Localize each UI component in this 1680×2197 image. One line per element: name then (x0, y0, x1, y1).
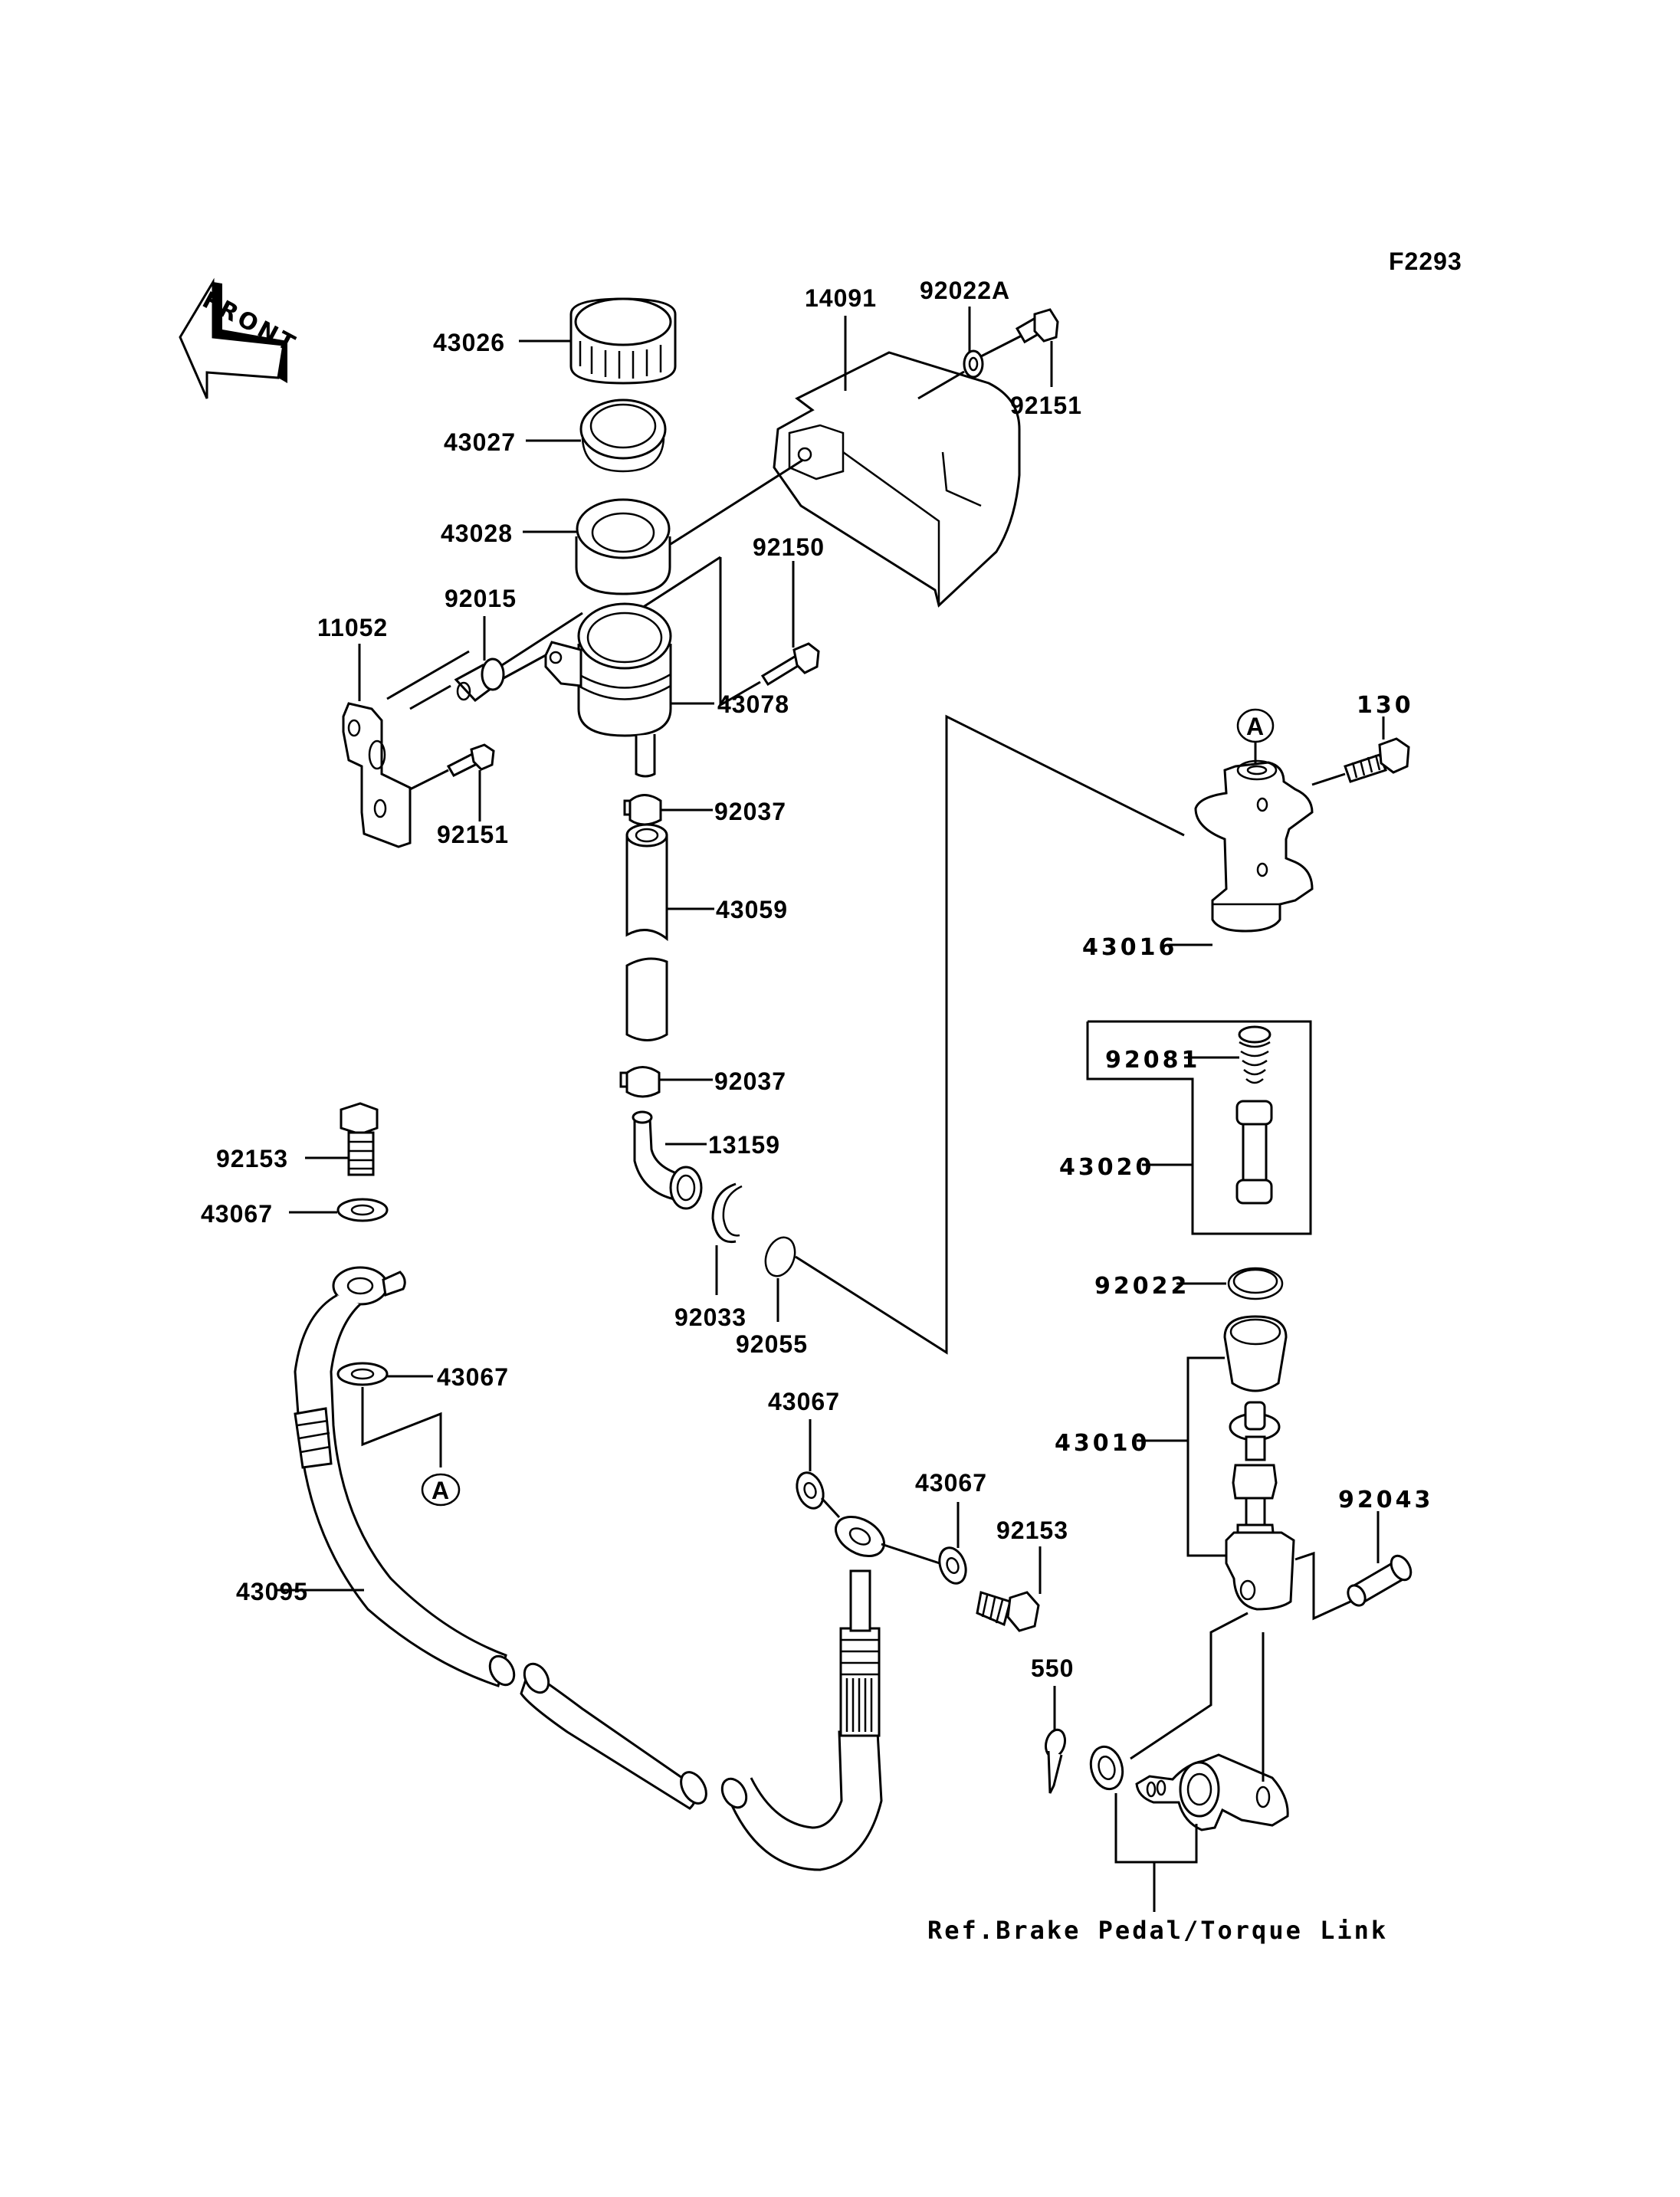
assembly-line (720, 680, 761, 707)
assembly-line (881, 1543, 940, 1565)
hose-clamp-lower-part[interactable] (619, 1066, 661, 1098)
assembly-line (501, 612, 583, 667)
push-rod-bracket (1186, 1356, 1226, 1557)
reservoir-bolt-part[interactable] (760, 642, 820, 687)
part-label-43010[interactable]: 43010 (1055, 1430, 1150, 1457)
assembly-line (1130, 1612, 1249, 1760)
clevis-pin-part[interactable] (1344, 1553, 1415, 1608)
master-cylinder-part[interactable] (1194, 759, 1314, 933)
part-label-13159[interactable]: 13159 (708, 1131, 780, 1159)
assembly-line (409, 769, 449, 791)
pedal-washer-part[interactable] (1086, 1743, 1127, 1792)
assembly-line (670, 458, 804, 546)
cover-bolt-part[interactable] (1015, 308, 1059, 344)
reservoir-part[interactable] (544, 602, 672, 778)
assembly-line (820, 1497, 841, 1519)
master-cylinder-bolt-part[interactable] (1344, 737, 1410, 783)
ref-bracket (1114, 1793, 1198, 1864)
assembly-line (1294, 1551, 1351, 1621)
reservoir-cap-part[interactable] (569, 297, 677, 385)
part-label-92153-mid[interactable]: 92153 (996, 1517, 1068, 1544)
part-label-43067-mid-lower[interactable]: 43067 (915, 1469, 987, 1497)
part-label-92015[interactable]: 92015 (445, 585, 517, 612)
banjo-bolt-left-part[interactable] (340, 1102, 379, 1176)
part-label-43028[interactable]: 43028 (441, 520, 513, 547)
part-label-92033[interactable]: 92033 (674, 1303, 746, 1331)
hose-clamp-upper-part[interactable] (623, 794, 662, 826)
connector-a-left-marker: A (421, 1473, 461, 1507)
diaphragm-plate-part[interactable] (575, 498, 671, 595)
assembly-line (795, 714, 1185, 1355)
washer-mid-upper-part[interactable] (792, 1469, 828, 1512)
part-label-550[interactable]: 550 (1031, 1654, 1074, 1682)
push-rod-assy-part[interactable] (1223, 1315, 1295, 1611)
spring-part[interactable] (1238, 1025, 1271, 1084)
part-label-92043[interactable]: 92043 (1338, 1487, 1433, 1513)
washer-left-upper-part[interactable] (336, 1198, 389, 1222)
part-label-43016[interactable]: 43016 (1082, 934, 1177, 961)
assembly-line (386, 650, 470, 700)
part-label-43027[interactable]: 43027 (444, 428, 516, 456)
reservoir-cover-part[interactable] (773, 351, 1021, 608)
torque-link-part[interactable] (1135, 1753, 1289, 1831)
part-label-92150[interactable]: 92150 (753, 533, 825, 561)
part-label-43078[interactable]: 43078 (717, 690, 789, 718)
front-arrow-icon: FRONT (179, 277, 302, 399)
part-label-92055[interactable]: 92055 (736, 1330, 808, 1358)
assembly-line (361, 1387, 442, 1467)
cotter-pin-part[interactable] (1043, 1728, 1068, 1794)
part-label-43026[interactable]: 43026 (433, 329, 505, 356)
part-label-92151-bracket[interactable]: 92151 (437, 821, 509, 848)
snap-ring-part[interactable] (1227, 1267, 1284, 1300)
o-ring-part[interactable] (760, 1233, 800, 1280)
washer-mid-lower-part[interactable] (935, 1544, 970, 1587)
banjo-bolt-mid-part[interactable] (976, 1591, 1040, 1632)
part-label-92022A[interactable]: 92022A (920, 277, 1010, 304)
bracket-bolt-part[interactable] (446, 743, 495, 777)
part-label-43020[interactable]: 43020 (1059, 1154, 1154, 1181)
hose-fitting-part[interactable] (632, 1110, 703, 1210)
part-label-11052[interactable]: 11052 (317, 614, 388, 641)
circlip-part[interactable] (711, 1182, 743, 1244)
assembly-line (633, 556, 721, 615)
part-label-92151-cover[interactable]: 92151 (1010, 392, 1082, 419)
connector-a-right-marker: A (1236, 708, 1275, 743)
part-label-43059[interactable]: 43059 (716, 896, 788, 923)
piston-part[interactable] (1235, 1100, 1273, 1205)
reservoir-hose-part[interactable] (625, 823, 668, 1041)
part-label-130[interactable]: 130 (1357, 692, 1414, 719)
part-label-92153-left[interactable]: 92153 (216, 1145, 288, 1172)
connector-a-right-label: A (1246, 713, 1265, 740)
part-label-92022[interactable]: 92022 (1094, 1273, 1189, 1300)
cover-washer-part[interactable] (963, 349, 984, 379)
bracket-part[interactable] (342, 702, 412, 848)
assembly-line (503, 654, 546, 680)
collar-part[interactable] (454, 657, 505, 703)
assembly-line (1311, 772, 1346, 786)
part-label-43067-mid-upper[interactable]: 43067 (768, 1388, 840, 1415)
brake-hose-part[interactable] (294, 1266, 891, 1871)
washer-left-lower-part[interactable] (336, 1362, 389, 1386)
assembly-line (409, 684, 451, 710)
part-label-92037-upper[interactable]: 92037 (714, 798, 786, 825)
part-label-92037-lower[interactable]: 92037 (714, 1067, 786, 1095)
part-label-43095[interactable]: 43095 (236, 1578, 308, 1605)
figure-id: F2293 (1389, 248, 1462, 275)
connector-a-left-label: A (431, 1477, 450, 1504)
part-label-14091[interactable]: 14091 (805, 284, 877, 312)
part-label-43067-left-upper[interactable]: 43067 (201, 1200, 273, 1228)
reference-note[interactable]: Ref.Brake Pedal/Torque Link (927, 1916, 1388, 1945)
assembly-line (917, 370, 965, 400)
cap-diaphragm-part[interactable] (579, 398, 667, 473)
part-label-92081[interactable]: 92081 (1105, 1047, 1200, 1074)
assembly-line (980, 333, 1024, 358)
part-label-43067-left-lower[interactable]: 43067 (437, 1363, 509, 1391)
piston-kit-bracket (1086, 1020, 1312, 1235)
